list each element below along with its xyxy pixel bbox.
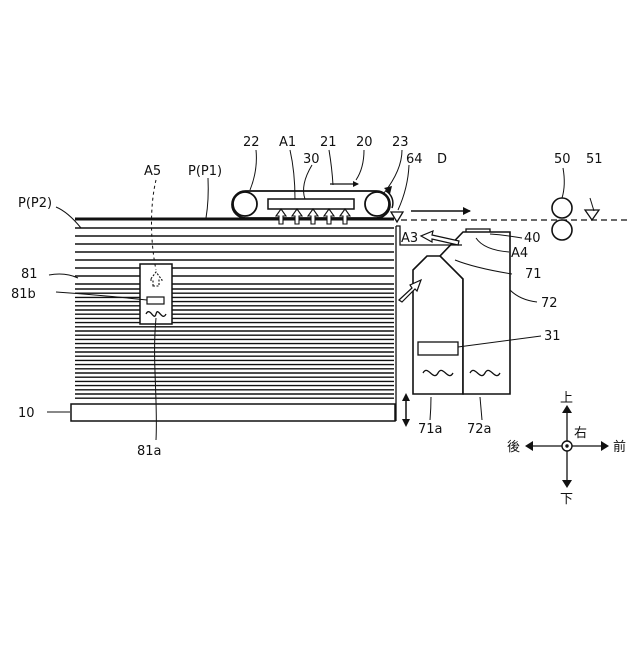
label-81: 81 [21,267,38,282]
label-a3: A3 [401,231,418,246]
label-31: 31 [544,329,561,344]
suction-unit-30 [268,199,354,209]
paper-stack [75,228,394,398]
roller-50-bottom [552,220,572,240]
label-40: 40 [524,231,541,246]
a5-dashed-line [152,180,157,270]
sensor-51 [585,210,599,220]
side-blower-81 [140,264,172,324]
label-10: 10 [18,406,35,421]
label-50: 50 [554,152,571,167]
label-71a: 71a [418,422,443,437]
label-23: 23 [392,135,409,150]
tray-10 [71,404,395,421]
controller-31 [418,342,458,355]
label-22: 22 [243,135,260,150]
label-81b: 81b [11,287,36,302]
compass-back: 後 [507,440,520,455]
tray-updown-arrow [402,393,410,427]
compass-right: 右 [574,426,587,441]
label-pp1: P(P1) [188,164,222,179]
label-64: 64 [406,152,423,167]
direction-compass [525,405,609,488]
sensor-81b [147,297,164,304]
label-a1: A1 [279,135,296,150]
air-arrow-a4 [421,231,459,245]
label-51: 51 [586,152,603,167]
label-72a: 72a [467,422,492,437]
label-30: 30 [303,152,320,167]
label-d: D [437,152,447,167]
label-72: 72 [541,296,558,311]
label-a4: A4 [511,246,528,261]
roller-22 [233,192,257,216]
front-blower-71 [413,256,463,394]
compass-front: 前 [613,439,626,455]
roller-23 [365,192,389,216]
label-21: 21 [320,135,337,150]
label-a5: A5 [144,164,161,179]
label-20: 20 [356,135,373,150]
compass-down: 下 [560,492,573,507]
roller-50-top [552,198,572,218]
label-pp2: P(P2) [18,196,52,211]
label-81a: 81a [137,444,162,459]
label-71: 71 [525,267,542,282]
compass-up: 上 [560,391,573,406]
